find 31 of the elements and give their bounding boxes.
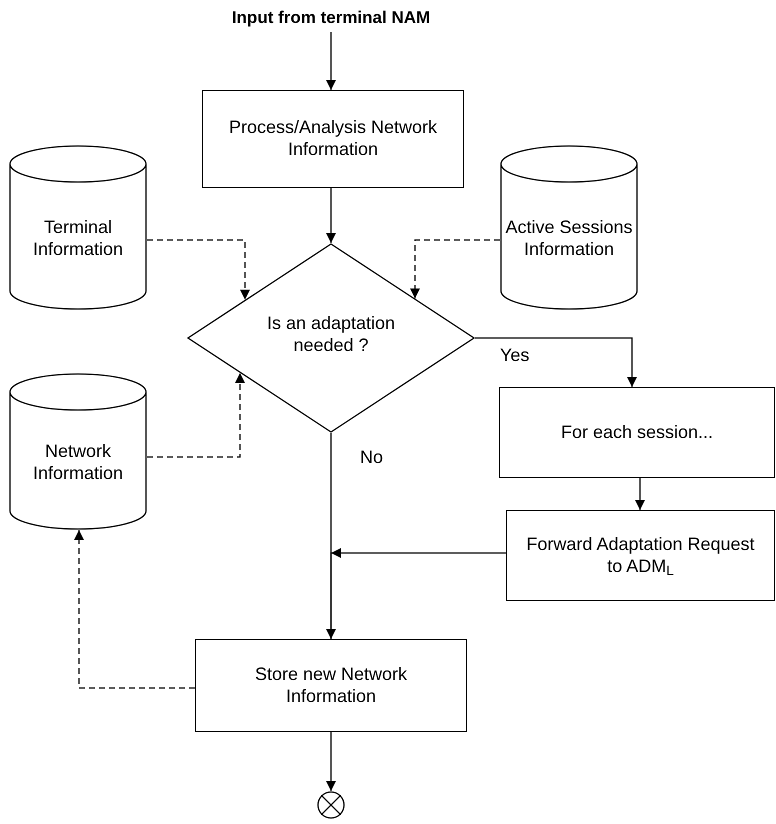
arrow xyxy=(475,337,637,387)
database-cylinder xyxy=(9,145,147,310)
dashed-arrow xyxy=(74,530,195,689)
arrow xyxy=(326,433,336,639)
node-label: Network Information xyxy=(32,440,124,484)
process-box xyxy=(499,387,775,478)
node-label: Is an adaptation needed ? xyxy=(266,313,396,357)
node-label: Active Sessions Information xyxy=(505,216,633,260)
edge-label: No xyxy=(360,448,384,466)
terminator-circle xyxy=(317,791,345,819)
node-label: Store new Network Information xyxy=(254,664,408,708)
node-label: Forward Adaptation Request to ADM$_{L}$ xyxy=(525,534,756,578)
edge-label: Yes xyxy=(500,346,530,364)
arrow xyxy=(326,732,336,791)
arrow xyxy=(330,548,506,639)
process-box xyxy=(506,510,775,601)
dashed-arrow xyxy=(410,239,500,298)
node-label: Process/Analysis Network Information xyxy=(228,117,438,161)
arrow xyxy=(635,478,645,510)
dashed-arrow xyxy=(147,239,250,300)
dashed-arrow xyxy=(147,372,245,458)
process-box xyxy=(202,90,464,188)
arrow xyxy=(326,188,336,243)
input-label-text: Input from terminal NAM xyxy=(232,8,430,28)
database-cylinder xyxy=(500,145,638,310)
node-label: Terminal Information xyxy=(32,216,124,260)
process-box xyxy=(195,639,467,732)
node-label: For each session... xyxy=(560,422,714,444)
database-cylinder xyxy=(9,373,147,530)
arrow xyxy=(326,32,336,90)
decision-diamond xyxy=(187,243,475,433)
